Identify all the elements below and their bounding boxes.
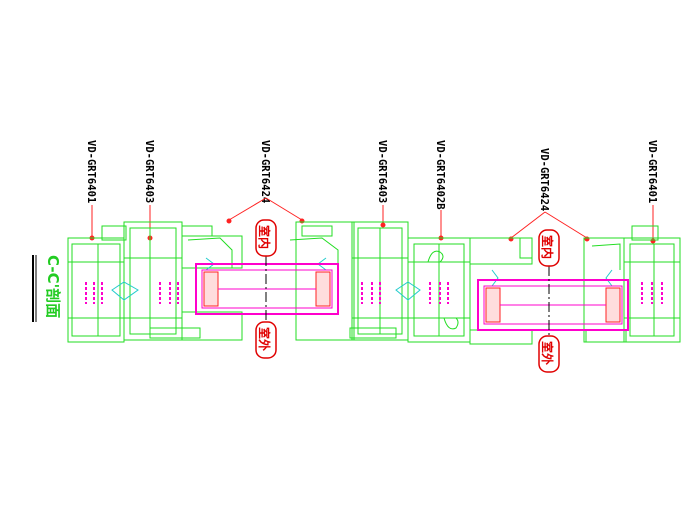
profile-label-3: VD-GRT6424 bbox=[259, 140, 271, 203]
profile-label-5: VD-GRT6402B bbox=[434, 140, 446, 210]
profile-label-2: VD-GRT6403 bbox=[143, 140, 155, 203]
profile-label-6: VD-GRT6424 bbox=[538, 148, 550, 211]
tag-box-left-inside bbox=[255, 219, 277, 257]
leader-lines bbox=[89, 197, 656, 244]
side-tags: 室内 室外 室内 室外 bbox=[255, 219, 560, 373]
tag-left-outside: 室外 bbox=[257, 327, 272, 351]
profile-label-7: VD-GRT6401 bbox=[646, 140, 658, 203]
tag-box-left-outside bbox=[255, 321, 277, 359]
tag-right-outside: 室外 bbox=[540, 341, 555, 365]
glass-unit-right bbox=[477, 279, 629, 331]
axis-lines bbox=[265, 256, 550, 342]
profile-label-1: VD-GRT6401 bbox=[85, 140, 97, 203]
tag-box-right-inside bbox=[538, 229, 560, 267]
glass-unit-left bbox=[195, 263, 339, 315]
thermal-breaks bbox=[85, 282, 663, 304]
tag-box-right-outside bbox=[538, 335, 560, 373]
section-title-block: C-C'剖面 bbox=[32, 255, 62, 322]
tag-left-inside: 室内 bbox=[257, 225, 272, 249]
profile-labels: VD-GRT6401 VD-GRT6403 VD-GRT6424 VD-GRT6… bbox=[85, 140, 658, 211]
tag-right-inside: 室内 bbox=[540, 235, 555, 259]
section-title: C-C'剖面 bbox=[44, 255, 62, 318]
profile-label-4: VD-GRT6403 bbox=[376, 140, 388, 203]
